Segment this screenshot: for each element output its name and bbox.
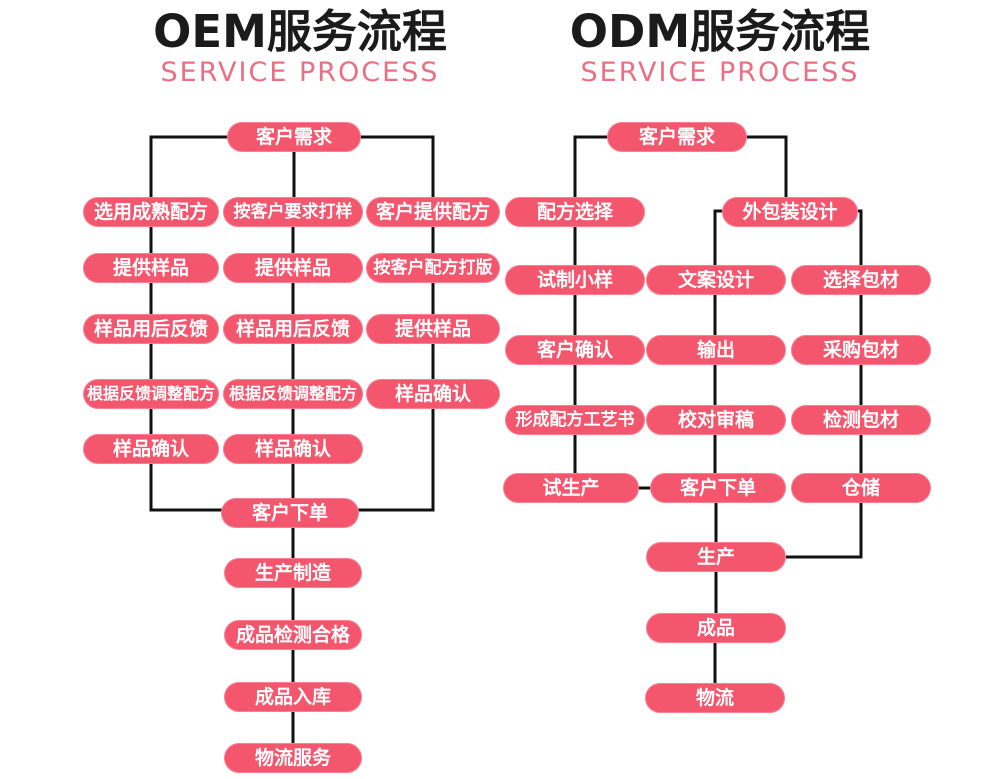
- oem-node-adjust-formula-per-feedback-a: 根据反馈调整配方: [83, 379, 219, 409]
- oem-node-logistics-service: 物流服务: [224, 743, 362, 773]
- oem-node-customer-provides-formula: 客户提供配方: [366, 197, 500, 227]
- odm-node-inspect-packaging-material: 检测包材: [791, 405, 931, 435]
- odm-node-formula-selection: 配方选择: [505, 197, 645, 227]
- oem-header: OEM服务流程 SERVICE PROCESS: [60, 8, 540, 88]
- oem-node-provide-sample-a: 提供样品: [83, 253, 219, 283]
- oem-node-post-use-feedback-b: 样品用后反馈: [223, 314, 363, 344]
- oem-node-sample-confirmation-b: 样品确认: [223, 434, 363, 464]
- oem-node-customer-order: 客户下单: [221, 498, 359, 528]
- oem-node-provide-sample-b: 提供样品: [223, 253, 363, 283]
- oem-node-finished-product-inspection: 成品检测合格: [224, 620, 362, 650]
- odm-node-storage: 仓储: [791, 473, 931, 503]
- odm-connector-line: [786, 503, 863, 559]
- odm-node-trial-small-sample: 试制小样: [505, 265, 645, 295]
- oem-node-finished-product-warehousing: 成品入库: [224, 682, 362, 712]
- oem-title: OEM服务流程: [153, 5, 447, 58]
- oem-node-proof-per-customer-formula: 按客户配方打版: [366, 253, 500, 283]
- odm-header: ODM服务流程 SERVICE PROCESS: [480, 8, 960, 88]
- odm-node-finished-product: 成品: [646, 613, 786, 643]
- odm-node-outer-packaging-design: 外包装设计: [722, 197, 858, 227]
- oem-node-post-use-feedback-a: 样品用后反馈: [83, 314, 219, 344]
- odm-node-output: 输出: [646, 335, 786, 365]
- odm-node-proofreading-review: 校对审稿: [646, 405, 786, 435]
- odm-node-customer-needs: 客户需求: [607, 122, 747, 152]
- odm-node-logistics: 物流: [645, 683, 785, 713]
- odm-node-formula-process-document: 形成配方工艺书: [505, 405, 645, 435]
- oem-node-adjust-formula-per-feedback-b: 根据反馈调整配方: [223, 379, 363, 409]
- odm-node-select-packaging-material: 选择包材: [791, 265, 931, 295]
- oem-node-sampling-per-customer-request: 按客户要求打样: [223, 197, 363, 227]
- odm-node-purchase-packaging-material: 采购包材: [791, 335, 931, 365]
- odm-title: ODM服务流程: [569, 5, 871, 58]
- oem-node-sample-confirmation-c: 样品确认: [366, 379, 500, 409]
- odm-connector-line: [858, 209, 863, 265]
- odm-node-production: 生产: [646, 542, 786, 572]
- oem-node-provide-sample-c: 提供样品: [366, 314, 500, 344]
- oem-node-sample-confirmation-a: 样品确认: [83, 434, 219, 464]
- odm-node-trial-production: 试生产: [503, 473, 639, 503]
- odm-node-customer-confirmation: 客户确认: [505, 335, 645, 365]
- oem-node-customer-needs: 客户需求: [227, 122, 361, 152]
- oem-subtitle: SERVICE PROCESS: [160, 57, 440, 88]
- odm-node-copywriting-design: 文案设计: [646, 265, 786, 295]
- odm-subtitle: SERVICE PROCESS: [580, 57, 860, 88]
- oem-node-select-mature-formula: 选用成熟配方: [83, 197, 219, 227]
- odm-connector-line: [713, 209, 722, 265]
- odm-node-customer-order: 客户下单: [650, 473, 786, 503]
- oem-node-manufacturing: 生产制造: [224, 558, 362, 588]
